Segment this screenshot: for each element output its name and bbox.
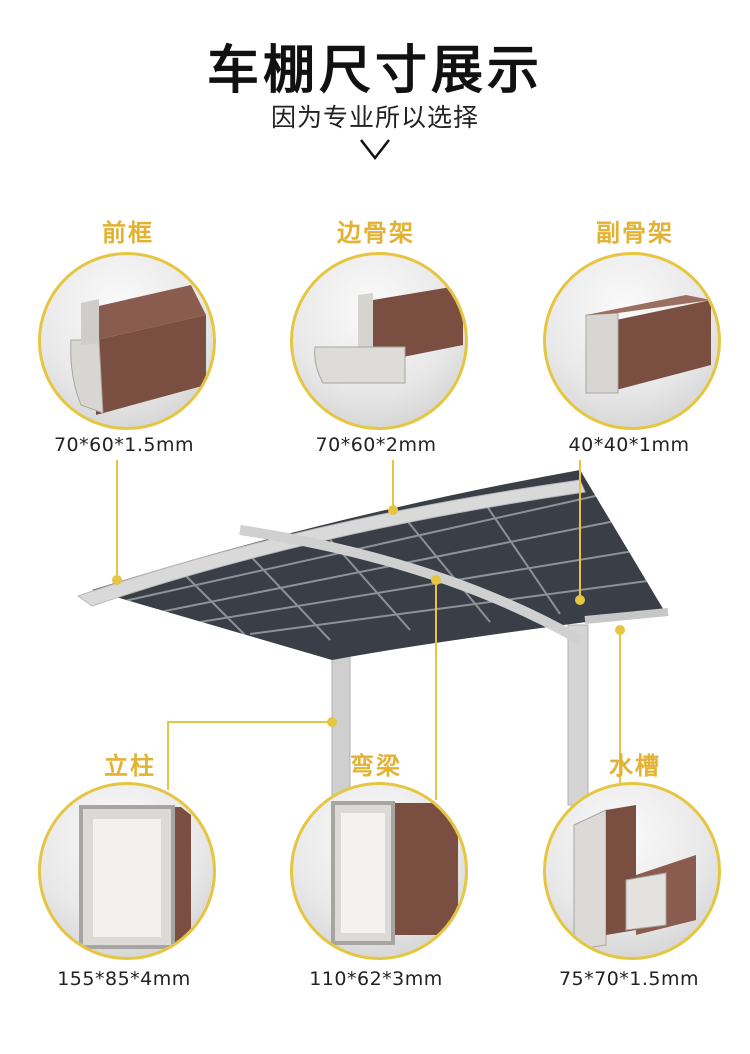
chevron-down-icon xyxy=(360,139,390,161)
front-frame xyxy=(76,479,586,607)
dimension-front-frame: 70*60*1.5mm xyxy=(53,434,195,456)
dimension-gutter: 75*70*1.5mm xyxy=(558,968,700,990)
dimension-pillar: 155*85*4mm xyxy=(57,968,191,990)
dimension-sub-frame: 40*40*1mm xyxy=(568,434,690,456)
profile-image-sub-frame xyxy=(543,252,721,430)
part-label-curved-beam: 弯梁 xyxy=(350,752,402,780)
page-subtitle: 因为专业所以选择 xyxy=(270,103,479,132)
curved-beam xyxy=(239,525,583,645)
profile-image-curved-beam xyxy=(290,782,468,960)
part-label-gutter: 水槽 xyxy=(609,752,661,780)
part-label-pillar: 立柱 xyxy=(104,752,156,780)
part-label-front-frame: 前框 xyxy=(102,219,154,247)
page-title: 车棚尺寸展示 xyxy=(206,41,543,101)
profile-image-side-frame xyxy=(290,252,468,430)
profile-image-front-frame xyxy=(38,252,216,430)
dimension-side-frame: 70*60*2mm xyxy=(315,434,437,456)
gutter xyxy=(584,608,669,624)
profile-image-pillar xyxy=(38,782,216,960)
profile-image-gutter xyxy=(543,782,721,960)
part-label-sub-frame: 副骨架 xyxy=(596,219,674,247)
part-label-side-frame: 边骨架 xyxy=(337,219,415,247)
dimension-curved-beam: 110*62*3mm xyxy=(309,968,443,990)
